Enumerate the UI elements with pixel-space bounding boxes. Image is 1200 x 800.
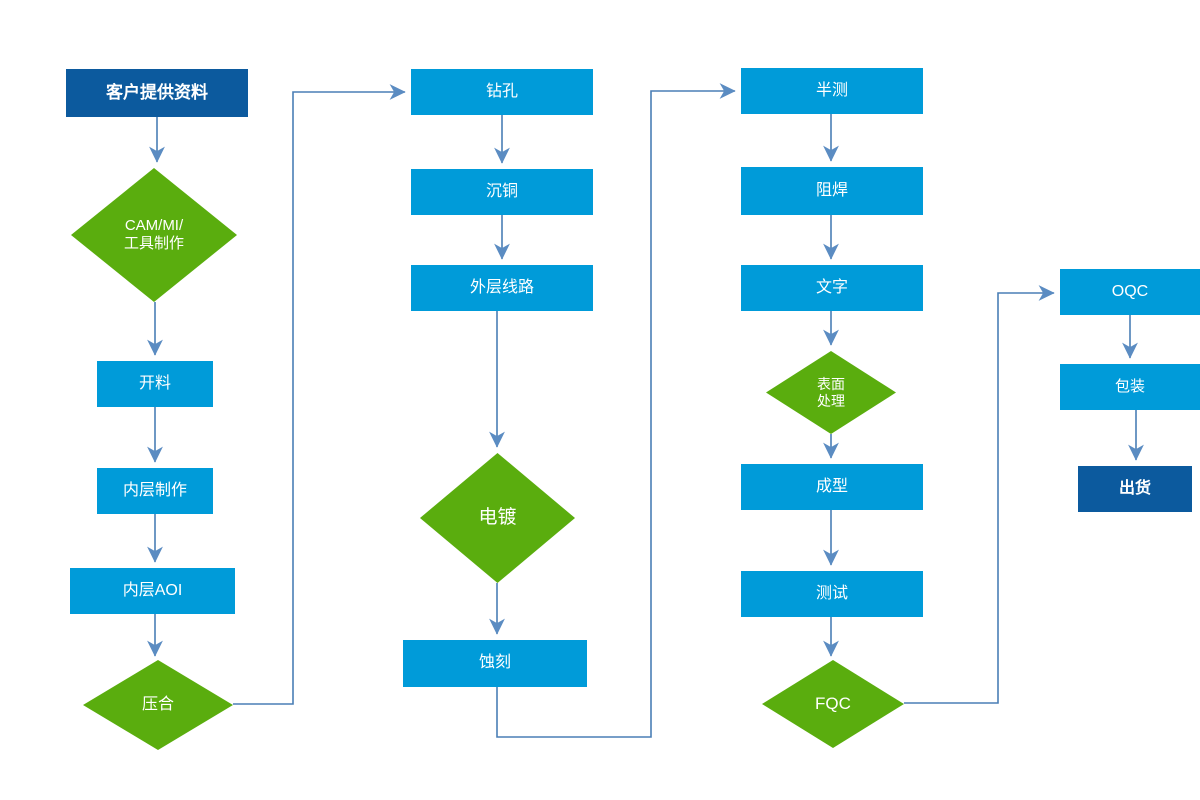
flow-node-label: 出货 <box>1118 479 1151 497</box>
flow-node-label: 测试 <box>815 584 848 602</box>
flow-node-label: 沉铜 <box>485 182 518 200</box>
flow-node-label: 表面 处理 <box>817 375 845 409</box>
flow-node-label: 钻孔 <box>485 82 518 100</box>
flow-node-label: 内层制作 <box>122 481 187 499</box>
flow-node-label: 成型 <box>815 477 848 495</box>
flow-node-label: 电镀 <box>478 506 517 528</box>
flow-node-label: OQC <box>1111 282 1149 300</box>
flow-node-label: 文字 <box>815 278 848 296</box>
flow-node-n4[interactable]: 内层制作 <box>97 468 213 514</box>
flow-node-n18[interactable]: FQC <box>762 660 904 748</box>
flow-node-label: 蚀刻 <box>478 654 511 672</box>
flow-node-label: 压合 <box>141 695 174 713</box>
flow-node-n6[interactable]: 压合 <box>83 660 233 750</box>
flow-node-n16[interactable]: 成型 <box>741 464 923 510</box>
flow-node-label: 外层线路 <box>469 278 534 296</box>
flow-node-n19[interactable]: OQC <box>1060 269 1200 315</box>
flow-node-n1[interactable]: 客户提供资料 <box>66 69 248 117</box>
flow-node-n20[interactable]: 包装 <box>1060 364 1200 410</box>
flow-node-n11[interactable]: 蚀刻 <box>403 640 587 687</box>
flow-node-label: FQC <box>815 693 851 713</box>
flow-node-n5[interactable]: 内层AOI <box>70 568 235 614</box>
flow-node-n13[interactable]: 阻焊 <box>741 167 923 215</box>
edge-fqc-to-oqc <box>904 285 1055 704</box>
flow-node-label: 客户提供资料 <box>106 82 208 102</box>
flow-node-label: 半测 <box>815 81 848 99</box>
flow-node-n12[interactable]: 半测 <box>741 68 923 114</box>
flow-node-n15[interactable]: 表面 处理 <box>766 351 896 434</box>
flow-node-n21[interactable]: 出货 <box>1078 466 1192 512</box>
flow-node-n3[interactable]: 开料 <box>97 361 213 407</box>
flow-node-label: 包装 <box>1114 378 1145 396</box>
flow-node-label: CAM/MI/ 工具制作 <box>123 217 184 252</box>
flow-node-n2[interactable]: CAM/MI/ 工具制作 <box>71 168 237 302</box>
flow-node-label: 内层AOI <box>122 581 183 599</box>
flow-node-n17[interactable]: 测试 <box>741 571 923 617</box>
flow-node-n10[interactable]: 电镀 <box>420 453 575 583</box>
flow-node-n8[interactable]: 沉铜 <box>411 169 593 215</box>
edge-lamination-to-drill <box>233 84 406 705</box>
flow-node-label: 阻焊 <box>815 181 848 199</box>
flow-node-n7[interactable]: 钻孔 <box>411 69 593 115</box>
flow-node-n9[interactable]: 外层线路 <box>411 265 593 311</box>
flow-node-label: 开料 <box>138 374 171 392</box>
flow-node-n14[interactable]: 文字 <box>741 265 923 311</box>
